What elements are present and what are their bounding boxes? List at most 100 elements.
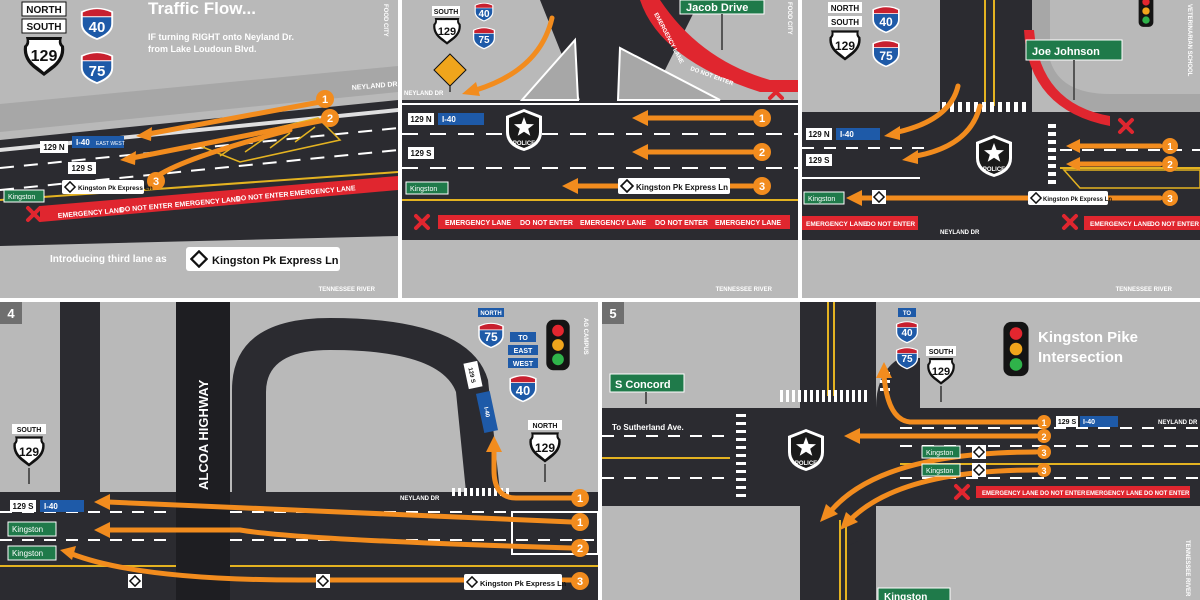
- svg-text:129 S: 129 S: [1058, 419, 1077, 426]
- svg-text:POLICE: POLICE: [795, 461, 817, 467]
- svg-text:NORTH: NORTH: [480, 311, 501, 317]
- alcoa-highway: [176, 302, 230, 600]
- west-banner: [508, 358, 538, 368]
- arrow-head-icon: [632, 144, 648, 160]
- sign-129s: [1056, 416, 1078, 427]
- red-x-icon: [768, 84, 784, 100]
- sign-i40: [836, 128, 880, 140]
- svg-text:40: 40: [89, 19, 106, 36]
- panel-subtitle: IF turning RIGHT onto Neyland Dr.: [148, 32, 294, 42]
- svg-text:DO NOT ENTER: DO NOT ENTER: [1040, 491, 1086, 497]
- sign-i40: [40, 500, 84, 512]
- south-banner: [21, 18, 67, 34]
- svg-text:NORTH: NORTH: [533, 423, 558, 430]
- arrow-head-icon: [486, 436, 502, 452]
- svg-text:2: 2: [327, 113, 333, 125]
- svg-text:I-40: I-40: [76, 138, 90, 147]
- panel-heading: Intersection: [1038, 349, 1123, 366]
- arrow-head-icon: [844, 428, 860, 444]
- lane-number-1: 1: [1037, 415, 1051, 429]
- svg-text:Kingston Pk Express Ln: Kingston Pk Express Ln: [636, 183, 728, 192]
- red-x-icon: [954, 484, 970, 500]
- red-x-icon: [26, 206, 42, 222]
- svg-text:TENNESSEE RIVER: TENNESSEE RIVER: [716, 287, 773, 293]
- traffic-light-icon: [1138, 0, 1154, 27]
- svg-text:129 S: 129 S: [72, 164, 94, 173]
- svg-text:1: 1: [322, 94, 328, 106]
- svg-text:Kingston: Kingston: [926, 450, 953, 457]
- emergency-lane-5: [976, 486, 1190, 498]
- svg-text:NORTH: NORTH: [831, 4, 860, 13]
- lane-number-1: 1: [753, 109, 771, 127]
- lane-number-1: 1: [1162, 138, 1178, 154]
- diamond-sign: [972, 445, 986, 459]
- sign-i40: [1080, 416, 1118, 427]
- ramp-sign-i40: [475, 390, 499, 434]
- red-x-icon: [1062, 214, 1078, 230]
- svg-text:POLICE: POLICE: [983, 167, 1005, 173]
- arrow-head-icon: [820, 504, 838, 522]
- svg-text:40: 40: [478, 9, 490, 20]
- lane-number-2: 2: [571, 539, 589, 557]
- svg-text:SOUTH: SOUTH: [434, 9, 459, 16]
- svg-text:NEYLAND DR: NEYLAND DR: [400, 496, 440, 502]
- svg-text:DO NOT ENTER: DO NOT ENTER: [1144, 491, 1190, 497]
- svg-text:129: 129: [932, 366, 950, 378]
- svg-text:40: 40: [516, 383, 530, 398]
- svg-text:Kingston: Kingston: [884, 592, 927, 600]
- south-banner: [828, 16, 862, 27]
- svg-text:1: 1: [759, 113, 765, 125]
- svg-text:75: 75: [484, 330, 498, 344]
- svg-text:129 S: 129 S: [466, 367, 475, 384]
- east-banner: [508, 345, 538, 355]
- svg-text:ALCOA HIGHWAY: ALCOA HIGHWAY: [196, 379, 211, 490]
- arrow-head-icon: [840, 512, 858, 530]
- diamond-sign: [316, 574, 330, 588]
- intro-text: Introducing third lane as: [50, 254, 167, 265]
- panel-4: 4 ALCOA HIGHWAY NEYLAND DR 129 S I-40 1: [0, 302, 599, 600]
- svg-text:NEYLAND DR: NEYLAND DR: [404, 91, 444, 97]
- svg-text:129 N: 129 N: [410, 115, 432, 124]
- panel-1: EMERGENCY LANE DO NOT ENTER EMERGENCY LA…: [0, 0, 399, 298]
- svg-text:1: 1: [1041, 418, 1046, 428]
- panel-2: EMERGENCY LANE DO NOT ENTER EMERGENCY LA…: [402, 0, 800, 298]
- sign-kingston: [3, 189, 45, 203]
- arrow-head-icon: [136, 127, 152, 141]
- to-banner: [898, 308, 916, 317]
- svg-text:Kingston Pk Express Ln: Kingston Pk Express Ln: [212, 255, 339, 267]
- svg-text:EMERGENCY LANE: EMERGENCY LANE: [1090, 221, 1152, 228]
- diamond-sign: [872, 190, 886, 204]
- emergency-lane-3a: [802, 216, 918, 230]
- panel-5: 5 EMERGENCY LANE DO NOT ENTER EMERGENCY …: [602, 302, 1200, 600]
- lane-number-2: 2: [1037, 429, 1051, 443]
- sign-kingston: [405, 181, 449, 195]
- lane-number-3: 3: [1037, 463, 1051, 477]
- do-not-enter-label: DO NOT ENTER: [120, 202, 173, 214]
- svg-text:DO NOT ENTER: DO NOT ENTER: [655, 220, 708, 227]
- svg-text:EMERGENCY LANE: EMERGENCY LANE: [715, 220, 781, 227]
- arrow-head-icon: [94, 522, 110, 538]
- sign-kingston: [803, 191, 845, 205]
- sign-129s: [806, 154, 832, 166]
- lane-number-1: 1: [571, 489, 589, 507]
- svg-text:1: 1: [1167, 142, 1173, 153]
- svg-text:40: 40: [879, 15, 893, 29]
- svg-text:AG CAMPUS: AG CAMPUS: [582, 318, 588, 355]
- svg-text:TO: TO: [903, 311, 912, 317]
- sign-kingston: [921, 445, 961, 459]
- svg-text:DO NOT ENTER: DO NOT ENTER: [1150, 221, 1199, 228]
- sign-129s: [68, 162, 96, 174]
- emergency-lane-1: [40, 176, 398, 222]
- svg-text:1: 1: [577, 493, 583, 505]
- svg-text:40: 40: [901, 328, 913, 339]
- svg-text:EAST WEST: EAST WEST: [96, 141, 125, 147]
- lane-number-1: 1: [571, 513, 589, 531]
- svg-text:129: 129: [535, 441, 555, 455]
- svg-text:EMERGENCY LANE: EMERGENCY LANE: [580, 220, 646, 227]
- panel-3: EMERGENCY LANE DO NOT ENTER EMERGENCY LA…: [802, 0, 1200, 298]
- north-banner: [528, 420, 562, 430]
- sign-pk-express: [62, 180, 144, 194]
- sign-pk-express: [618, 178, 730, 194]
- arrow-head-icon: [562, 178, 578, 194]
- svg-text:Kingston: Kingston: [808, 196, 835, 203]
